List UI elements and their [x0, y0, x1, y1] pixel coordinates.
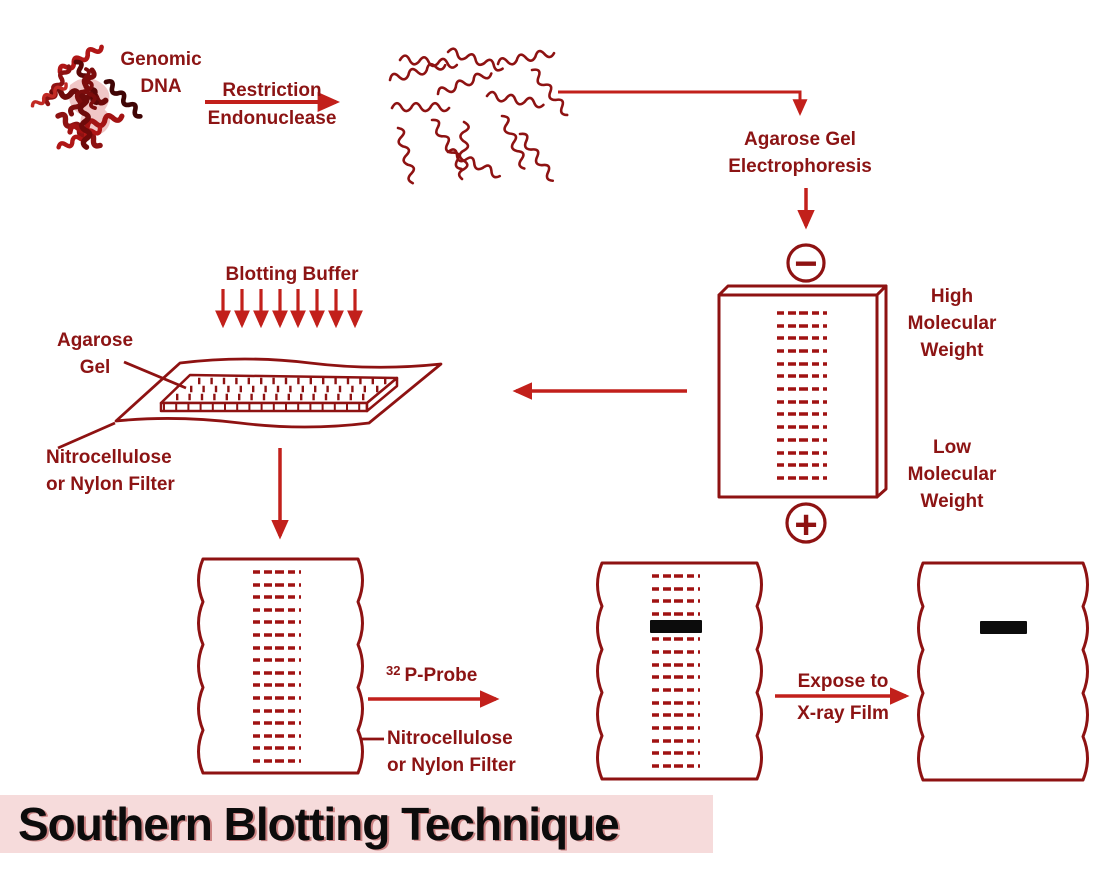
nitrocellulose-filter-label-right: Nitrocellulose or Nylon Filter	[387, 728, 516, 776]
xray-film	[917, 561, 1089, 782]
positive-electrode-symbol: +	[794, 503, 817, 547]
flow-arrows	[205, 90, 910, 708]
negative-electrode-icon	[786, 243, 826, 283]
gel-slab-side	[365, 376, 399, 413]
electrodes: − +	[785, 242, 827, 547]
restriction-endonuclease-label: Restriction Endonuclease	[207, 80, 337, 129]
agarose-gel-electrophoresis-label: Agarose Gel Electrophoresis	[728, 129, 872, 177]
nitrocellulose-filter-label-left: Nitrocellulose or Nylon Filter	[46, 447, 175, 495]
blotting-buffer-label: Blotting Buffer	[225, 264, 359, 285]
negative-electrode-symbol: −	[794, 242, 817, 286]
high-molecular-weight-label: High Molecular Weight	[907, 286, 997, 361]
diagram-title: Southern Blotting Technique	[0, 795, 713, 853]
membrane-hybridized	[596, 561, 763, 781]
hybridized-band	[650, 620, 702, 633]
blotting-setup	[114, 357, 443, 429]
filter-pointer-left	[57, 421, 116, 450]
electrophoresis-gel-box	[717, 284, 888, 499]
gel-slab-front	[159, 401, 369, 413]
agarose-gel-pointer	[123, 360, 187, 390]
genomic-dna-label: Genomic DNA	[120, 49, 202, 97]
probe-superscript: 32	[386, 663, 401, 678]
positive-electrode-icon	[785, 502, 827, 544]
blotting-buffer-arrows	[215, 289, 363, 329]
genomic-dna-blob-icon	[28, 44, 143, 150]
to-electrophoresis-arrow	[558, 90, 808, 117]
low-molecular-weight-label: Low Molecular Weight	[907, 437, 997, 512]
membrane-blotted-filter	[197, 557, 364, 775]
expose-xray-label: Expose to X-ray Film	[797, 671, 889, 724]
dna-fragments-icon	[387, 44, 572, 186]
autoradiograph-band	[980, 621, 1027, 634]
probe-name: P-Probe	[404, 665, 478, 686]
agarose-gel-label: Agarose Gel	[56, 330, 134, 378]
